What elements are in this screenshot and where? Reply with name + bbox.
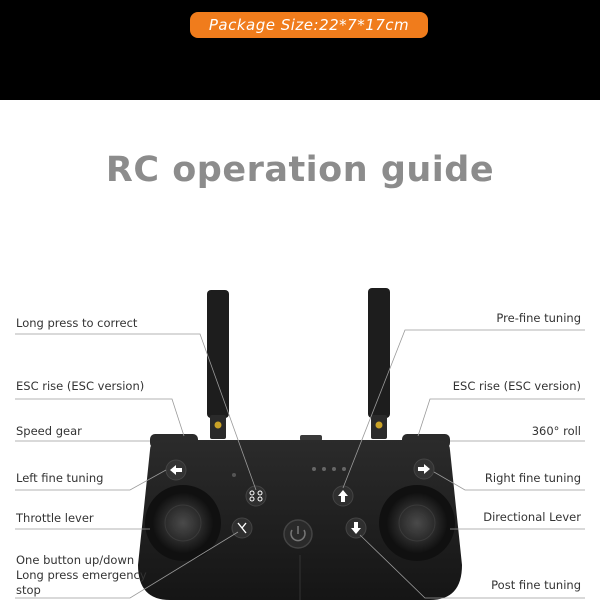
power-button[interactable] — [283, 519, 313, 549]
power-indicator-light — [232, 473, 236, 477]
label-long-press-correct: Long press to correct — [16, 316, 138, 330]
battery-indicator-lights — [312, 467, 346, 471]
label-right-fine-tuning: Right fine tuning — [484, 471, 581, 485]
throttle-lever-joystick[interactable] — [145, 485, 221, 561]
label-throttle-lever: Throttle lever — [16, 511, 94, 525]
label-esc-rise-right: ESC rise (ESC version) — [452, 379, 581, 393]
post-fine-tuning-button[interactable] — [345, 517, 367, 539]
label-pre-fine-tuning: Pre-fine tuning — [496, 311, 581, 325]
right-antenna — [368, 288, 390, 439]
arrow-right-icon — [418, 464, 430, 474]
arrow-up-icon — [338, 490, 348, 502]
label-one-button-line2: Long press emergency — [16, 568, 147, 582]
top-black-band: Package Size:22*7*17cm — [0, 0, 600, 100]
label-speed-gear: Speed gear — [16, 424, 82, 438]
page-title: RC operation guide — [105, 150, 495, 190]
drone-icon — [249, 490, 255, 496]
speed-icon — [237, 522, 247, 534]
label-left-fine-tuning: Left fine tuning — [16, 471, 104, 485]
label-360-roll: 360° roll — [531, 424, 581, 438]
label-one-button-line1: One button up/down — [16, 553, 135, 567]
arrow-left-icon — [170, 465, 182, 475]
label-directional-lever: Directional Lever — [483, 510, 581, 524]
arrow-down-icon — [351, 522, 361, 534]
right-fine-tuning-button[interactable] — [413, 458, 435, 480]
label-esc-rise-left: ESC rise (ESC version) — [16, 379, 145, 393]
directional-lever-joystick[interactable] — [379, 485, 455, 561]
label-post-fine-tuning: Post fine tuning — [491, 578, 581, 592]
left-fine-tuning-button[interactable] — [165, 459, 187, 481]
callout-lines — [15, 329, 585, 599]
power-icon — [290, 529, 306, 542]
speed-gear-button[interactable] — [231, 517, 253, 539]
left-antenna — [207, 290, 229, 439]
correct-calibration-button[interactable] — [245, 485, 267, 507]
label-one-button-line3: stop — [16, 583, 41, 597]
package-size-badge: Package Size:22*7*17cm — [190, 12, 428, 38]
pre-fine-tuning-button[interactable] — [332, 485, 354, 507]
top-button[interactable] — [300, 435, 322, 441]
